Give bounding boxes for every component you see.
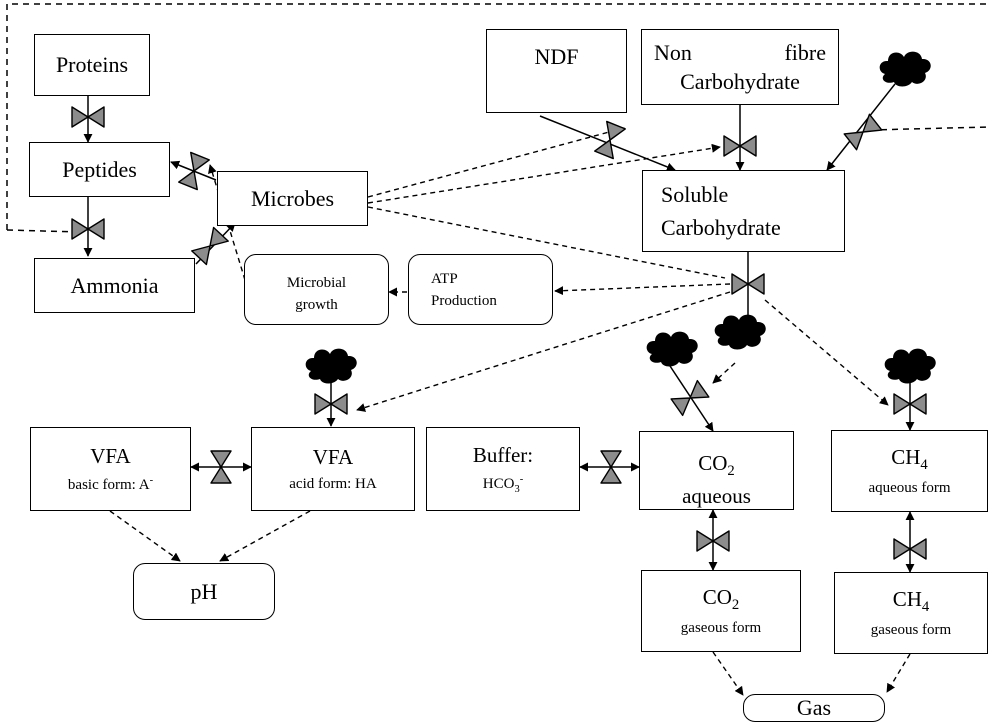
- node-microbes: Microbes: [217, 171, 368, 226]
- link-microbes-ndf-valve: [367, 125, 625, 198]
- node-co2-gas-form: gaseous form: [680, 620, 762, 637]
- link-vfa-acid-ph: [219, 510, 311, 562]
- cloud-icon: [879, 51, 931, 87]
- link-microbes-nfc-valve: [367, 143, 721, 204]
- node-gas: Gas: [743, 694, 885, 722]
- cloud-icon: [305, 348, 357, 384]
- valve-icon: [670, 379, 710, 417]
- valve-icon: [191, 226, 229, 266]
- node-atp-line2: Production: [431, 292, 497, 309]
- node-soluble-line2: Carbohydrate: [661, 215, 781, 240]
- link-vfa-basic-ph: [109, 510, 181, 562]
- node-co2-aqueous: CO2 aqueous: [639, 431, 794, 510]
- valve-icon: [893, 538, 927, 560]
- node-soluble-line1: Soluble: [661, 181, 729, 207]
- valves: [71, 106, 927, 560]
- node-peptides-label: Peptides: [62, 156, 137, 182]
- node-buffer: Buffer: HCO3-: [426, 427, 580, 511]
- node-ch4-gas-formula: CH4: [892, 586, 930, 616]
- node-ph: pH: [133, 563, 275, 620]
- node-co2-aq-formula: CO2: [698, 450, 735, 480]
- valve-icon: [178, 151, 210, 191]
- node-vfa-acid-sub: acid form: HA: [289, 475, 377, 492]
- node-non-fibre-carbohydrate: Non fibre Carbohydrate: [641, 29, 839, 105]
- valve-icon: [71, 218, 105, 240]
- node-ndf-label: NDF: [534, 44, 579, 69]
- node-microbial-growth-line2: growth: [295, 296, 338, 313]
- node-ch4-aq-form: aqueous form: [868, 480, 951, 497]
- node-co2-aq-form: aqueous: [682, 483, 751, 508]
- valve-icon: [696, 530, 730, 552]
- node-vfa-acid: VFA acid form: HA: [251, 427, 415, 511]
- node-ph-label: pH: [190, 578, 218, 604]
- valve-icon: [723, 135, 757, 157]
- valve-icon: [71, 106, 105, 128]
- node-microbial-growth-line1: Microbial: [286, 274, 347, 291]
- valve-icon: [210, 450, 232, 484]
- node-ch4-aqueous: CH4 aqueous form: [831, 430, 988, 512]
- link-valve-atp: [554, 283, 731, 296]
- cloud-icon: [884, 348, 936, 384]
- node-co2-gas-formula: CO2: [702, 584, 740, 614]
- cloud-icon: [714, 314, 766, 350]
- link-valve-ch4: [764, 299, 889, 406]
- node-ch4-gaseous: CH4 gaseous form: [834, 572, 988, 654]
- node-vfa-acid-title: VFA: [312, 445, 354, 470]
- node-microbes-label: Microbes: [250, 185, 335, 211]
- cloud-icon: [646, 331, 698, 367]
- node-co2-gaseous: CO2 gaseous form: [641, 570, 801, 652]
- valve-icon: [600, 450, 622, 484]
- node-ndf: NDF: [486, 29, 627, 113]
- valve-icon: [731, 273, 765, 295]
- dashed-links: [109, 125, 911, 696]
- node-atp-line1: ATP: [431, 270, 458, 287]
- node-vfa-basic-title: VFA: [90, 444, 131, 469]
- valve-icon: [594, 120, 626, 160]
- node-buffer-title: Buffer:: [472, 443, 534, 468]
- link-growth-microbes: [208, 164, 246, 281]
- link-co2gas-gas: [712, 651, 744, 696]
- dashed-feedback-loop: [6, 3, 989, 233]
- node-vfa-basic-sub: basic form: A-: [67, 474, 154, 493]
- node-proteins: Proteins: [34, 34, 150, 96]
- node-microbial-growth: Microbial growth: [244, 254, 389, 325]
- node-ch4-aq-formula: CH4: [891, 444, 928, 474]
- node-gas-label: Gas: [796, 695, 832, 721]
- node-vfa-basic: VFA basic form: A-: [30, 427, 191, 511]
- valve-icon: [843, 113, 883, 151]
- flow-cloud-soluble: [826, 83, 896, 171]
- node-buffer-sub: HCO3-: [482, 473, 524, 495]
- link-ch4gas-gas: [886, 653, 911, 693]
- valve-icon: [893, 393, 927, 415]
- node-ammonia: Ammonia: [34, 258, 195, 313]
- node-ammonia-label: Ammonia: [70, 272, 159, 298]
- node-peptides: Peptides: [29, 142, 170, 197]
- node-ch4-gas-form: gaseous form: [870, 622, 952, 639]
- node-atp-production: ATP Production: [408, 254, 553, 325]
- link-microbes-soluble-valve: [367, 206, 726, 279]
- node-nfc-word-non: Non: [654, 39, 692, 65]
- node-soluble-carbohydrate: Soluble Carbohydrate: [642, 170, 845, 252]
- node-nfc-line2: Carbohydrate: [680, 69, 800, 94]
- node-nfc-word-fibre: fibre: [784, 39, 826, 65]
- valve-icon: [314, 393, 348, 415]
- link-valve-vfa: [356, 291, 731, 412]
- node-proteins-label: Proteins: [55, 52, 129, 78]
- link-cloud-co2-valve: [712, 362, 736, 384]
